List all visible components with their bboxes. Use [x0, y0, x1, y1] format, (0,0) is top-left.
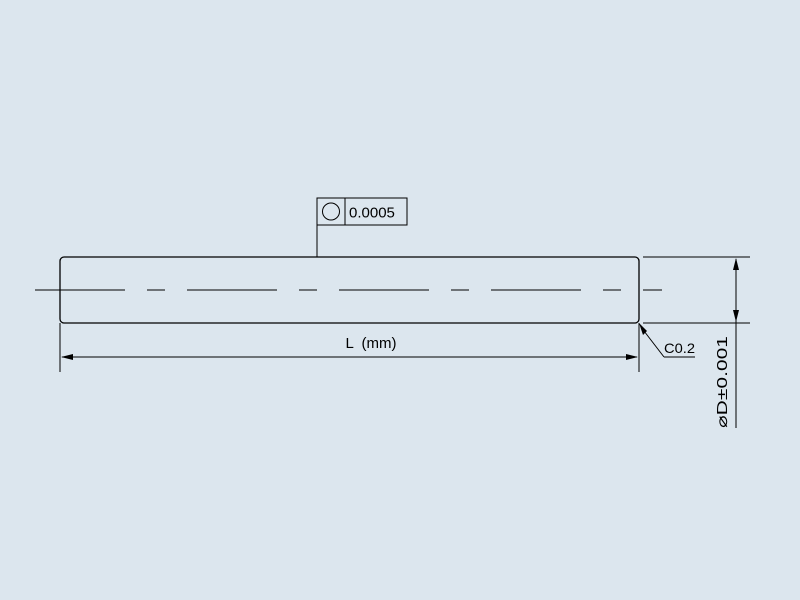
tolerance-frame: 0.0005 — [316, 197, 408, 257]
chamfer-callout: C0.2 — [639, 323, 695, 358]
tolerance-frame-box — [316, 197, 408, 226]
tolerance-value: 0.0005 — [349, 205, 395, 222]
length-arrow-right — [626, 354, 638, 360]
diameter-label: ⌀D±0.001 — [714, 336, 731, 428]
diameter-arrow-bottom — [733, 310, 739, 322]
length-dimension: L (mm) — [59, 323, 640, 372]
length-arrow-left — [61, 354, 73, 360]
length-label: L (mm) — [345, 335, 396, 352]
circularity-icon — [322, 202, 340, 221]
chamfer-label: C0.2 — [664, 340, 695, 356]
diameter-dimension: ⌀D±0.001 — [643, 256, 750, 428]
chamfer-leader — [643, 330, 665, 358]
diameter-arrow-top — [733, 258, 739, 270]
